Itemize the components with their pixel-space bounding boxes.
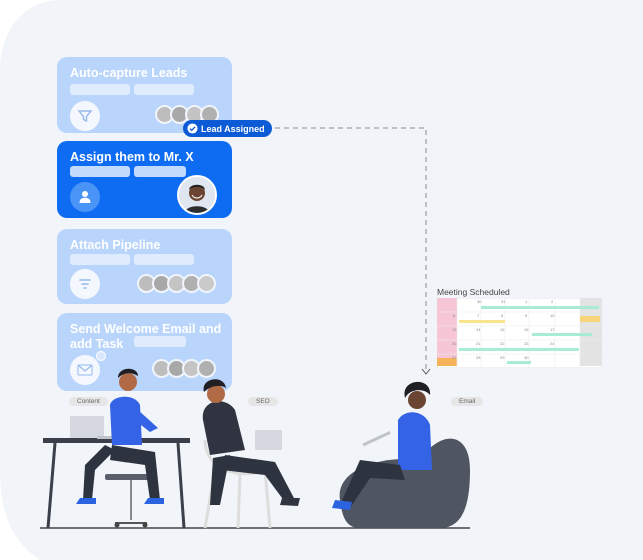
svg-text:2: 2 xyxy=(551,299,554,304)
svg-text:15: 15 xyxy=(500,327,505,332)
flow-step-assign[interactable]: Assign them to Mr. X xyxy=(57,141,232,218)
svg-text:23: 23 xyxy=(524,341,529,346)
avatar-group xyxy=(152,359,216,378)
user-icon xyxy=(70,182,100,212)
flow-step-title: Assign them to Mr. X xyxy=(70,150,194,164)
svg-text:14: 14 xyxy=(476,327,481,332)
svg-text:22: 22 xyxy=(500,341,505,346)
svg-text:7: 7 xyxy=(477,313,480,318)
svg-text:1: 1 xyxy=(525,299,528,304)
avatar-group xyxy=(137,274,216,293)
avatar xyxy=(197,359,216,378)
svg-text:30: 30 xyxy=(524,355,529,360)
svg-text:30: 30 xyxy=(477,299,482,304)
team-tag-content: Content xyxy=(69,397,108,406)
lead-assigned-badge: Lead Assigned xyxy=(183,120,272,137)
check-circle-icon xyxy=(187,123,198,134)
svg-text:27: 27 xyxy=(452,355,457,360)
team-tag-seo: SEO xyxy=(248,397,278,406)
worker-seo xyxy=(202,379,300,529)
svg-text:8: 8 xyxy=(501,313,504,318)
team-tag-email: Email xyxy=(451,397,484,406)
assignee-avatar xyxy=(177,175,217,215)
svg-text:20: 20 xyxy=(452,341,457,346)
avatar-group xyxy=(155,105,219,124)
flow-step-title: Attach Pipeline xyxy=(70,238,161,252)
placeholder-bar xyxy=(134,254,194,265)
placeholder-bar xyxy=(134,336,186,347)
flow-step-title: Auto-capture Leads xyxy=(70,66,188,80)
svg-text:29: 29 xyxy=(500,355,505,360)
svg-text:17: 17 xyxy=(550,327,555,332)
flow-step-send-email[interactable]: Send Welcome Email and add Task xyxy=(57,313,232,391)
badge-label: Lead Assigned xyxy=(201,123,265,134)
placeholder-bar xyxy=(70,84,130,95)
placeholder-bar xyxy=(70,166,130,177)
notification-dot xyxy=(96,351,106,361)
svg-text:13: 13 xyxy=(452,327,457,332)
svg-text:31: 31 xyxy=(501,299,506,304)
flow-step-title: Send Welcome Email and add Task xyxy=(70,322,222,351)
team-illustration xyxy=(40,368,470,529)
placeholder-bar xyxy=(134,84,194,95)
pipeline-icon xyxy=(70,269,100,299)
svg-text:9: 9 xyxy=(525,313,528,318)
placeholder-bar xyxy=(134,166,186,177)
svg-text:28: 28 xyxy=(476,355,481,360)
svg-text:16: 16 xyxy=(524,327,529,332)
svg-text:6: 6 xyxy=(453,313,456,318)
funnel-icon xyxy=(70,101,100,131)
meeting-calendar: 30 31 1 2 6 7 8 9 10 13 14 15 16 17 20 21 22 23 24 27 28… xyxy=(437,298,602,368)
svg-text:21: 21 xyxy=(476,341,481,346)
svg-text:10: 10 xyxy=(550,313,555,318)
calendar-title: Meeting Scheduled xyxy=(437,287,510,297)
avatar xyxy=(197,274,216,293)
placeholder-bar xyxy=(70,254,130,265)
worker-email xyxy=(332,381,470,528)
svg-text:24: 24 xyxy=(550,341,555,346)
worker-content xyxy=(43,368,190,529)
mail-icon xyxy=(70,355,100,385)
flow-step-attach-pipeline[interactable]: Attach Pipeline xyxy=(57,229,232,304)
